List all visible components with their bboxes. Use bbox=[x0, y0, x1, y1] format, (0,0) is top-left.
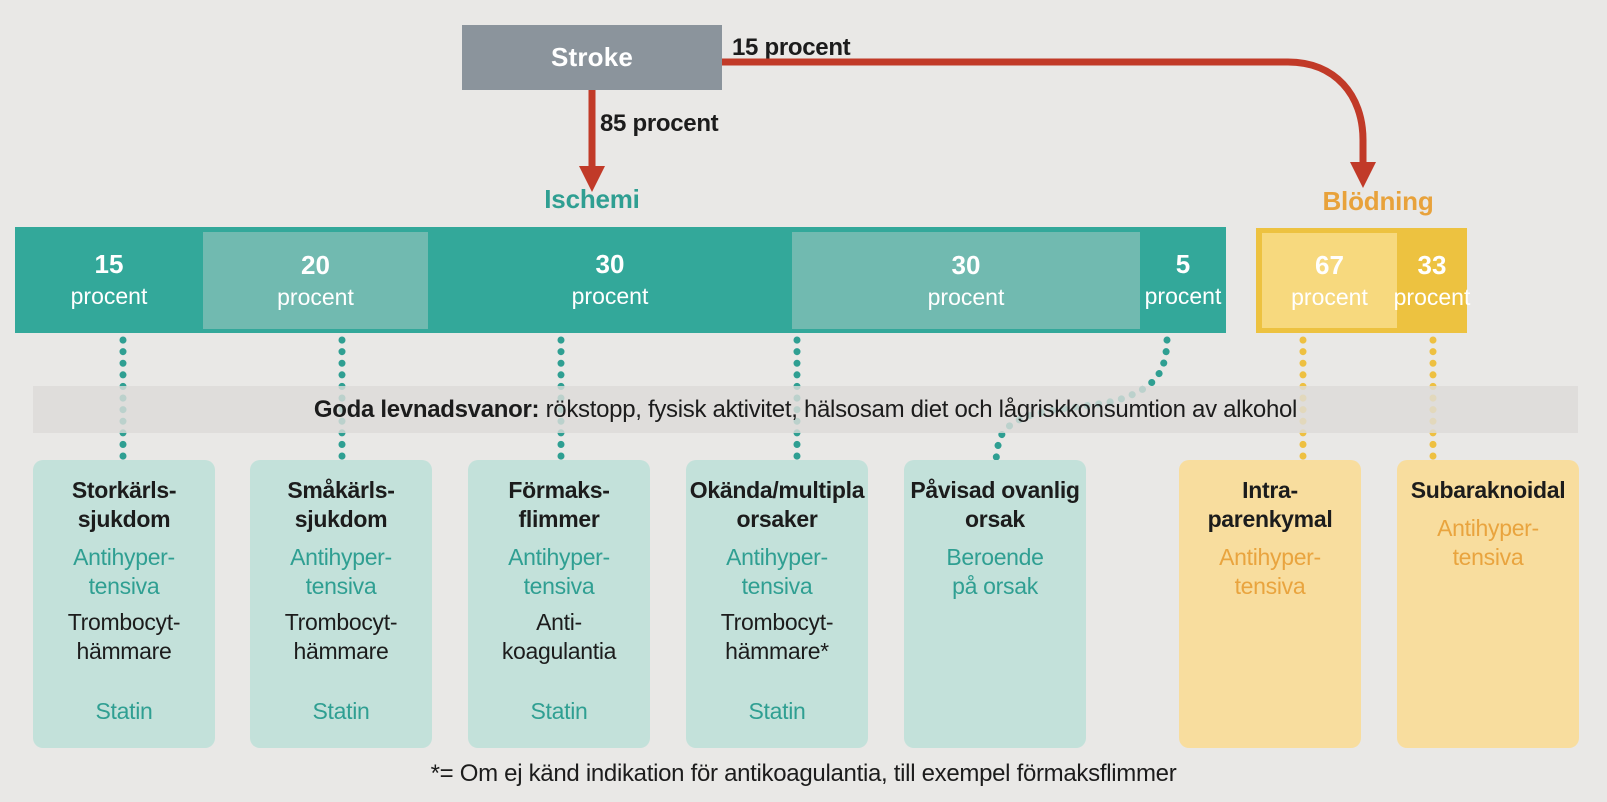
segment-value: 67 bbox=[1315, 249, 1344, 280]
ischemi-segment-20: 20 procent bbox=[203, 232, 428, 329]
segment-unit: procent bbox=[571, 283, 649, 309]
card-treatment: Antihyper- tensiva bbox=[73, 544, 175, 599]
curved-arrow-icon bbox=[722, 58, 1376, 188]
card-intraparenkymal: Intra- parenkymal Antihyper- tensiva bbox=[1179, 460, 1361, 748]
card-treatment: Trombocyt- hämmare* bbox=[720, 609, 834, 664]
bleed-branch-percent-label: 15 procent bbox=[732, 34, 851, 61]
segment-unit: procent bbox=[1144, 283, 1222, 309]
segment-unit: procent bbox=[927, 283, 1005, 310]
card-title: Subaraknoidal bbox=[1410, 477, 1566, 503]
card-treatment-statin: Statin bbox=[748, 698, 806, 724]
card-treatment: Antihyper- tensiva bbox=[726, 544, 828, 599]
segment-value: 30 bbox=[595, 249, 625, 279]
card-treatment-statin: Statin bbox=[312, 698, 370, 724]
card-treatment: Anti- koagulantia bbox=[501, 609, 617, 664]
stroke-root-box: Stroke bbox=[462, 25, 722, 90]
card-treatment: Beroende på orsak bbox=[946, 544, 1044, 599]
card-formaksflimmer: Förmaks- flimmer Antihyper- tensiva Anti… bbox=[468, 460, 650, 748]
ischemi-segment-30a: 30 procent bbox=[428, 227, 792, 333]
lifestyle-band: Goda levnadsvanor: rökstopp, fysisk akti… bbox=[33, 386, 1578, 433]
blodning-segment-33: 33 procent bbox=[1394, 228, 1471, 333]
card-treatment: Trombocyt- hämmare bbox=[67, 609, 181, 664]
card-treatment: Antihyper- tensiva bbox=[1219, 544, 1321, 599]
segment-value: 5 bbox=[1175, 249, 1191, 279]
footnote: *= Om ej känd indikation för antikoagula… bbox=[430, 760, 1177, 787]
card-treatment: Trombocyt- hämmare bbox=[284, 609, 398, 664]
card-treatment-statin: Statin bbox=[95, 698, 153, 724]
blodning-bar: 67 procent 33 procent bbox=[1256, 228, 1471, 333]
segment-value: 15 bbox=[94, 249, 124, 279]
card-okanda-multipla-orsaker: Okända/multipla orsaker Antihyper- tensi… bbox=[686, 460, 868, 748]
ischemi-bar: 15 procent 20 procent 30 procent 30 proc… bbox=[15, 227, 1226, 333]
card-title: Okända/multipla orsaker bbox=[689, 477, 865, 532]
card-treatment: Antihyper- tensiva bbox=[290, 544, 392, 599]
stroke-root-label: Stroke bbox=[550, 42, 634, 72]
card-smakarlssjukdom: Småkärls- sjukdom Antihyper- tensiva Tro… bbox=[250, 460, 432, 748]
lifestyle-band-heading: Goda levnadsvanor: bbox=[313, 395, 540, 423]
ischemi-group-label: Ischemi bbox=[544, 184, 640, 214]
card-subaraknoidal: Subaraknoidal Antihyper- tensiva bbox=[1397, 460, 1579, 748]
ischemi-segment-5: 5 procent bbox=[1140, 227, 1226, 333]
card-treatment: Antihyper- tensiva bbox=[508, 544, 610, 599]
card-title: Storkärls- sjukdom bbox=[71, 477, 177, 532]
arrow-down-icon bbox=[579, 90, 605, 192]
blodning-group-label: Blödning bbox=[1322, 186, 1434, 216]
card-pavisad-ovanlig-orsak: Påvisad ovanlig orsak Beroende på orsak bbox=[904, 460, 1086, 748]
ischemic-branch-percent-label: 85 procent bbox=[600, 110, 719, 137]
segment-unit: procent bbox=[70, 283, 148, 309]
segment-value: 20 bbox=[301, 249, 330, 280]
card-treatment: Antihyper- tensiva bbox=[1437, 515, 1539, 570]
card-title: Förmaks- flimmer bbox=[508, 477, 610, 532]
ischemi-segment-30b: 30 procent bbox=[792, 232, 1140, 329]
card-title: Påvisad ovanlig orsak bbox=[910, 477, 1080, 532]
card-treatment-statin: Statin bbox=[530, 698, 588, 724]
segment-value: 33 bbox=[1417, 249, 1447, 280]
card-storkarlssjukdom: Storkärls- sjukdom Antihyper- tensiva Tr… bbox=[33, 460, 215, 748]
ischemi-segment-15: 15 procent bbox=[15, 227, 203, 333]
blodning-segment-67: 67 procent bbox=[1262, 233, 1397, 328]
segment-unit: procent bbox=[277, 283, 354, 310]
lifestyle-band-text: rökstopp, fysisk aktivitet, hälsosam die… bbox=[539, 395, 1298, 423]
segment-unit: procent bbox=[1291, 283, 1368, 310]
card-title: Småkärls- sjukdom bbox=[287, 477, 395, 532]
segment-value: 30 bbox=[951, 249, 981, 280]
card-title: Intra- parenkymal bbox=[1207, 477, 1333, 532]
segment-unit: procent bbox=[1393, 283, 1471, 310]
